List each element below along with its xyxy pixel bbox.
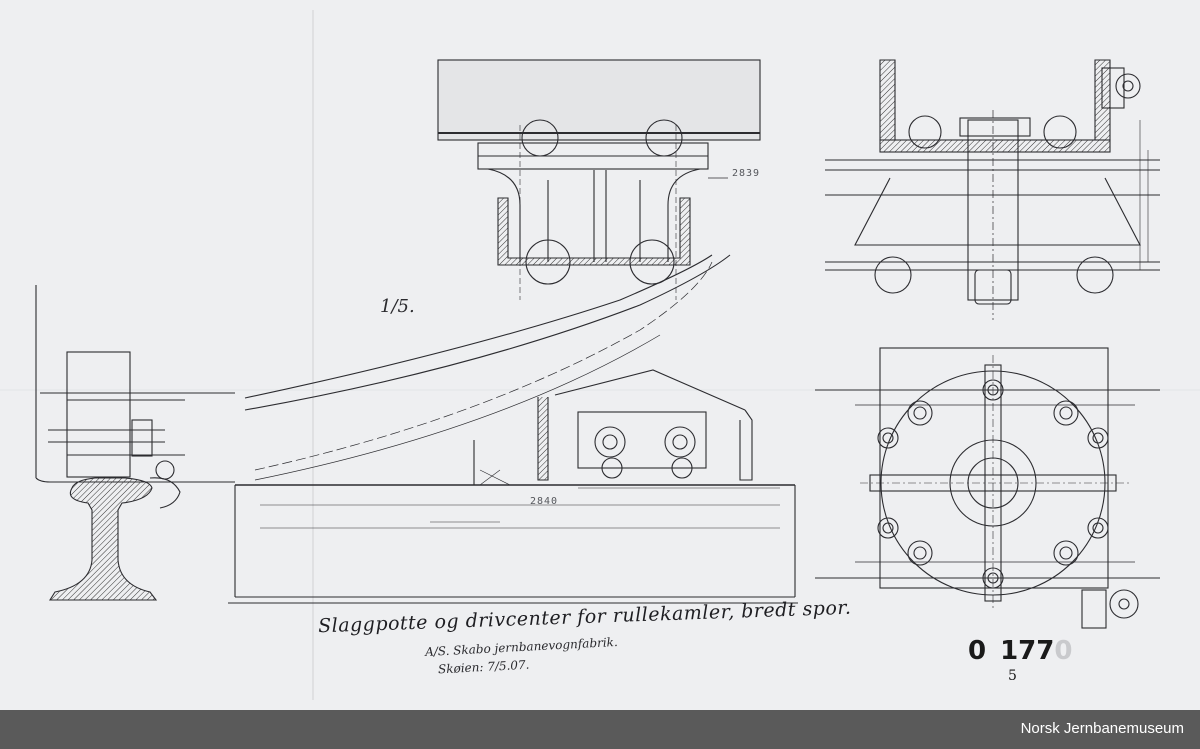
curved-track-view xyxy=(228,254,798,604)
technical-drawing xyxy=(0,10,1200,700)
drawing-sheet: 2839 2840 1/5. Slaggpotte og drivcenter … xyxy=(0,10,1200,700)
upper-right-section xyxy=(825,59,1160,320)
drawing-number-main: 177 xyxy=(1000,636,1055,666)
scale-label: 1/5. xyxy=(380,296,415,317)
upper-bracket-view xyxy=(437,59,761,300)
part-callout-upper: 2839 xyxy=(732,168,761,179)
plan-view-plate xyxy=(815,347,1160,629)
footer-bar: Norsk Jernbanemuseum xyxy=(0,710,1200,749)
drawing-number-prefix: 0 xyxy=(968,636,987,666)
sheet-number: 5 xyxy=(1008,668,1017,684)
drawing-number-ghost: 0 xyxy=(1054,636,1073,666)
brand-label: Norsk Jernbanemuseum xyxy=(1020,720,1184,737)
part-callout-lower: 2840 xyxy=(530,496,559,507)
rail-section-view xyxy=(35,285,235,601)
